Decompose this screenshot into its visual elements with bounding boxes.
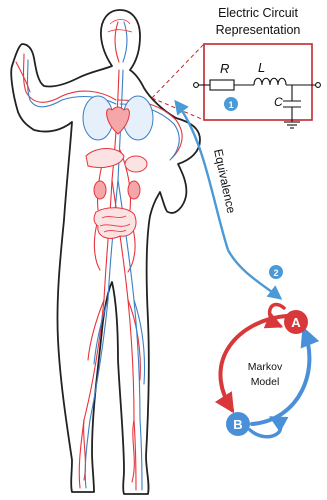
inductor-label: L (258, 60, 265, 75)
markov-model: A B Markov Model (220, 304, 309, 436)
step-badge-1-label: 1 (228, 100, 233, 110)
stomach (125, 156, 147, 172)
body-outline (11, 10, 200, 494)
equivalence-connector: Equivalence 1 2 (176, 97, 283, 298)
right-kidney (128, 181, 140, 199)
circuit-title-line2: Representation (216, 23, 301, 37)
intestines (94, 208, 136, 239)
state-b-label: B (233, 417, 242, 432)
input-terminal (194, 83, 199, 88)
circuit-box (204, 44, 312, 120)
resistor-label: R (220, 61, 229, 76)
markov-title-line2: Model (251, 376, 280, 388)
human-body-illustration (11, 10, 200, 494)
left-kidney (94, 181, 106, 199)
step-badge-2-label: 2 (273, 268, 278, 278)
state-a-label: A (291, 315, 301, 330)
markov-title-line1: Markov (248, 361, 283, 373)
circuit-title-line1: Electric Circuit (218, 6, 298, 20)
output-terminal (316, 83, 321, 88)
capacitor-label: C (274, 95, 283, 109)
circuit-panel: Electric Circuit Representation R L C (194, 6, 321, 128)
